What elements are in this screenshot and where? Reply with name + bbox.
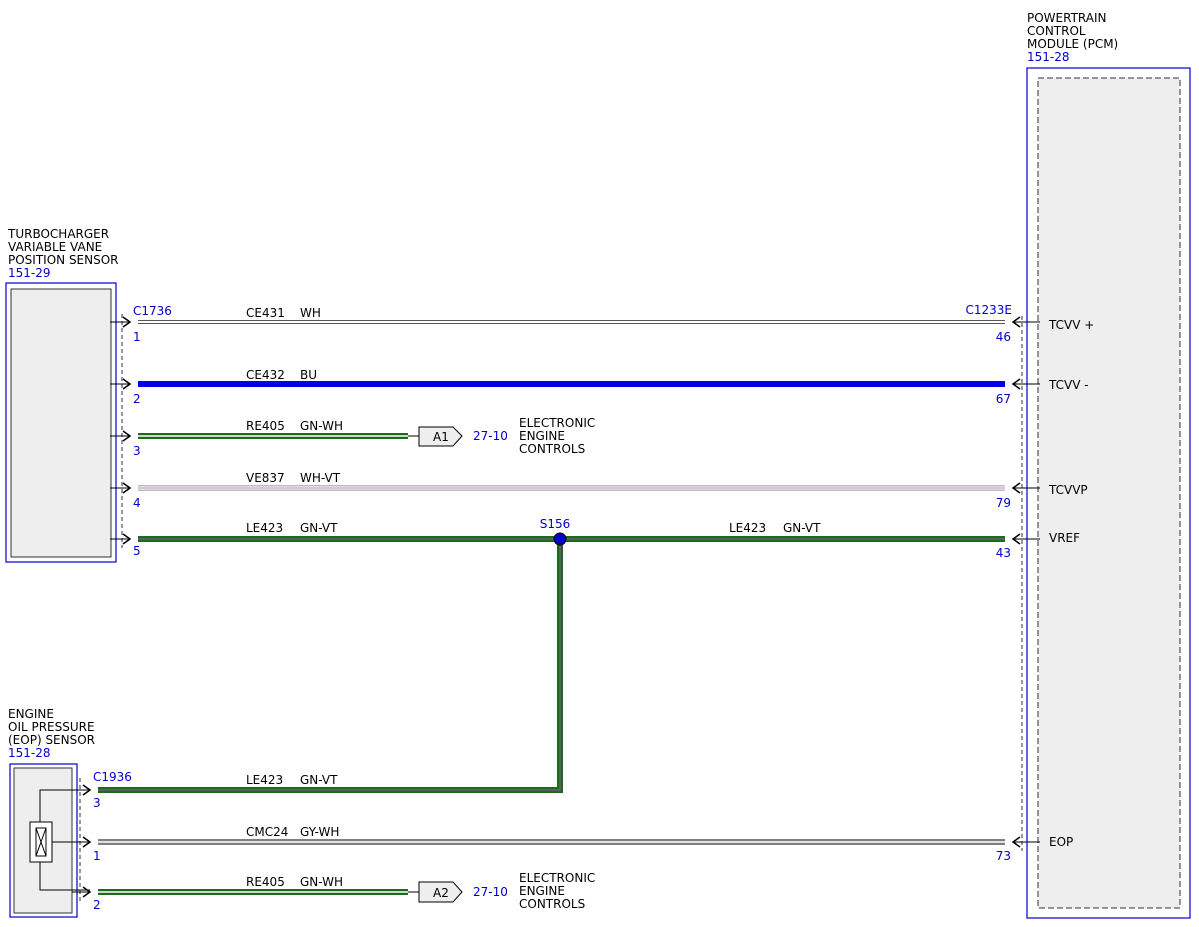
wire-color: WH-VT bbox=[300, 471, 341, 485]
wire-color: GY-WH bbox=[300, 825, 339, 839]
eop-name-line-2: OIL PRESSURE bbox=[8, 720, 95, 734]
pcm-signal-label: TCVV - bbox=[1048, 378, 1089, 392]
connector-c1936-label[interactable]: C1936 bbox=[93, 770, 132, 784]
pcm-signal-label: EOP bbox=[1049, 835, 1073, 849]
tvvps-name-line-3: POSITION SENSOR bbox=[8, 253, 119, 267]
pin-right: 73 bbox=[996, 849, 1011, 863]
terminal-arrow-icon bbox=[122, 430, 132, 442]
wire-le423-top[interactable]: LE423 GN-VT LE423 GN-VT 5 43 VREF bbox=[110, 521, 1080, 560]
pcm-signal-label: TCVVP bbox=[1048, 483, 1088, 497]
pcm-ref[interactable]: 151-28 bbox=[1027, 50, 1070, 64]
pcm-module: POWERTRAIN CONTROL MODULE (PCM) 151-28 bbox=[1026, 11, 1191, 919]
tvvps-sensor: TURBOCHARGER VARIABLE VANE POSITION SENS… bbox=[5, 227, 119, 563]
tvvps-name-line-2: VARIABLE VANE bbox=[8, 240, 102, 254]
pin-right: 67 bbox=[996, 392, 1011, 406]
pin-right: 79 bbox=[996, 496, 1011, 510]
offpage-connector-icon bbox=[418, 881, 463, 903]
offpage-a1[interactable]: A1 27-10 ELECTRONIC ENGINE CONTROLS bbox=[418, 416, 595, 456]
offpage-a2[interactable]: A2 27-10 ELECTRONIC ENGINE CONTROLS bbox=[418, 871, 595, 911]
wire-re405-a2[interactable]: RE405 GN-WH 2 bbox=[72, 875, 419, 912]
circuit-number: VE837 bbox=[246, 471, 285, 485]
circuit-number: CE431 bbox=[246, 306, 285, 320]
pcm-signal-label: VREF bbox=[1049, 531, 1080, 545]
wire-outline bbox=[98, 539, 563, 793]
pcm-name-line-1: POWERTRAIN bbox=[1027, 11, 1107, 25]
offpage-desc-3: CONTROLS bbox=[519, 897, 585, 911]
pin-left: 1 bbox=[93, 849, 101, 863]
tvvps-name-line-1: TURBOCHARGER bbox=[7, 227, 109, 241]
wire-stripe bbox=[98, 539, 561, 791]
pin-left: 2 bbox=[133, 392, 141, 406]
offpage-desc-1: ELECTRONIC bbox=[519, 871, 595, 885]
transducer-cross-b bbox=[35, 827, 47, 857]
terminal-arrow-icon bbox=[122, 482, 132, 494]
tvvps-ref[interactable]: 151-29 bbox=[8, 266, 51, 280]
offpage-desc-3: CONTROLS bbox=[519, 442, 585, 456]
wire-ce432[interactable]: CE432 BU 2 67 TCVV - bbox=[110, 368, 1089, 406]
terminal-arrow-icon bbox=[122, 378, 132, 390]
circuit-number: CMC24 bbox=[246, 825, 288, 839]
wire-color: GN-WH bbox=[300, 419, 343, 433]
wire-le423-branch[interactable]: LE423 GN-VT 3 bbox=[72, 539, 563, 810]
pcm-signal-label: TCVV + bbox=[1048, 318, 1094, 332]
pin-left: 5 bbox=[133, 544, 141, 558]
wire-color: GN-WH bbox=[300, 875, 343, 889]
circuit-number-left: LE423 bbox=[246, 521, 283, 535]
pcm-name-line-2: CONTROL bbox=[1027, 24, 1086, 38]
pcm-name-line-3: MODULE (PCM) bbox=[1027, 37, 1118, 51]
terminal-arrow-icon bbox=[122, 316, 132, 328]
pin-left: 4 bbox=[133, 496, 141, 510]
wire-color: WH bbox=[300, 306, 321, 320]
pin-left: 3 bbox=[133, 444, 141, 458]
offpage-desc-1: ELECTRONIC bbox=[519, 416, 595, 430]
circuit-number: CE432 bbox=[246, 368, 285, 382]
wire-color-right: GN-VT bbox=[783, 521, 821, 535]
pin-left: 3 bbox=[93, 796, 101, 810]
wire-re405-a1[interactable]: RE405 GN-WH 3 bbox=[110, 419, 419, 458]
connector-c1736-label[interactable]: C1736 bbox=[133, 304, 172, 318]
offpage-connector-icon bbox=[418, 426, 463, 447]
offpage-ref[interactable]: 27-10 bbox=[473, 429, 508, 443]
terminal-arrow-icon bbox=[82, 836, 92, 848]
splice-s156[interactable]: S156 bbox=[540, 517, 571, 546]
offpage-ref[interactable]: 27-10 bbox=[473, 885, 508, 899]
pin-left: 2 bbox=[93, 898, 101, 912]
eop-sensor: ENGINE OIL PRESSURE (EOP) SENSOR 151-28 bbox=[8, 707, 95, 918]
circuit-number: LE423 bbox=[246, 773, 283, 787]
terminal-arrow-icon bbox=[82, 886, 92, 898]
wire-color-left: GN-VT bbox=[300, 521, 338, 535]
circuit-number: RE405 bbox=[246, 419, 285, 433]
terminal-arrow-icon bbox=[122, 533, 132, 545]
pin-right: 43 bbox=[996, 546, 1011, 560]
offpage-desc-2: ENGINE bbox=[519, 884, 565, 898]
terminal-arrow-icon bbox=[82, 784, 92, 796]
wire-color: GN-VT bbox=[300, 773, 338, 787]
tvvps-body bbox=[10, 288, 112, 558]
offpage-desc-2: ENGINE bbox=[519, 429, 565, 443]
offpage-tag: A1 bbox=[433, 430, 449, 444]
pcm-body bbox=[1037, 77, 1181, 909]
eop-ref[interactable]: 151-28 bbox=[8, 746, 51, 760]
splice-dot-icon bbox=[553, 532, 567, 546]
wire-ce431[interactable]: CE431 WH 1 46 TCVV + bbox=[110, 306, 1094, 344]
pin-right: 46 bbox=[996, 330, 1011, 344]
offpage-tag: A2 bbox=[433, 886, 449, 900]
pin-left: 1 bbox=[133, 330, 141, 344]
eop-name-line-1: ENGINE bbox=[8, 707, 54, 721]
connector-c1233e-label[interactable]: C1233E bbox=[966, 303, 1013, 317]
eop-name-line-3: (EOP) SENSOR bbox=[8, 733, 95, 747]
wire-ve837[interactable]: VE837 WH-VT 4 79 TCVVP bbox=[110, 471, 1088, 510]
wire-cmc24[interactable]: CMC24 GY-WH 1 73 EOP bbox=[72, 825, 1073, 863]
wire-color: BU bbox=[300, 368, 317, 382]
circuit-number-right: LE423 bbox=[729, 521, 766, 535]
circuit-number: RE405 bbox=[246, 875, 285, 889]
splice-label: S156 bbox=[540, 517, 571, 531]
